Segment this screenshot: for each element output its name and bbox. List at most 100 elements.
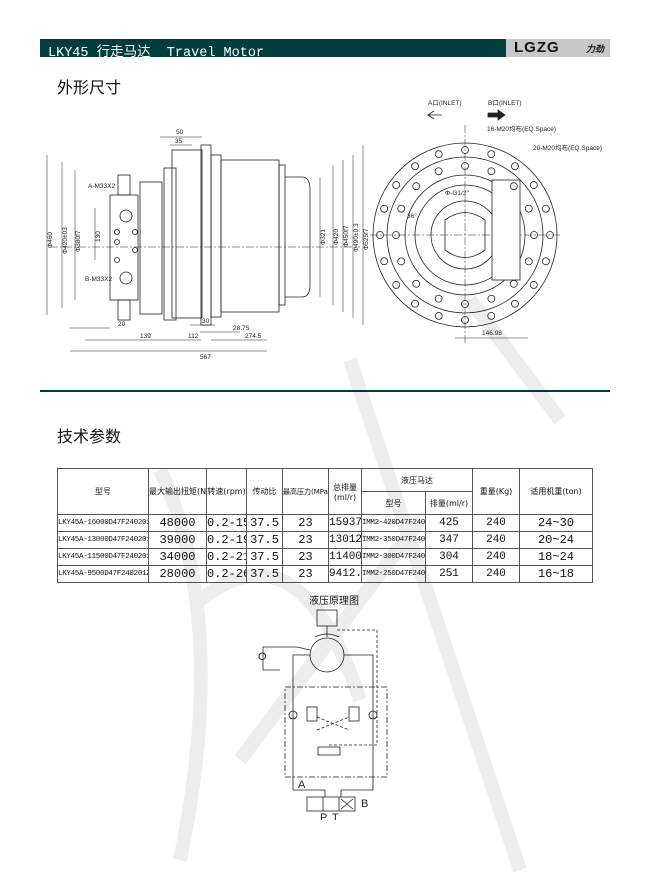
cell-displacement: 9412.5 bbox=[328, 565, 362, 583]
col-machine: 适用机重(ton) bbox=[519, 468, 593, 515]
col-model: 型号 bbox=[57, 468, 149, 515]
valve-block bbox=[284, 686, 388, 778]
bolt-hole bbox=[380, 204, 389, 213]
col-motor-model: 型号 bbox=[361, 491, 426, 515]
bolt-hole bbox=[412, 279, 421, 288]
cell-machine: 24~30 bbox=[519, 514, 593, 532]
dim-d490: Φ490±0.3 bbox=[353, 223, 360, 252]
front-view-drawing: A口(INLET) B口(INLET) 16-M20均布(EQ.Space) 2… bbox=[370, 99, 602, 345]
cell-model: LKY45A-9500D47F240201Z bbox=[57, 565, 149, 583]
cell-speed: 0.2-26 bbox=[206, 565, 247, 583]
cell-machine: 20~24 bbox=[519, 531, 593, 549]
logo-text: LGZG bbox=[514, 39, 560, 56]
cell-ratio: 37.5 bbox=[246, 548, 283, 566]
dim-30: 30 bbox=[202, 318, 210, 325]
dim-d450: Φ450f7 bbox=[343, 225, 350, 247]
logo-cn: 力劲 bbox=[585, 45, 604, 55]
section-dimensions-title: 外形尺寸 bbox=[57, 78, 122, 97]
bolt-hole bbox=[392, 231, 400, 239]
dim-35: 35 bbox=[175, 138, 183, 145]
cell-ratio: 37.5 bbox=[246, 565, 283, 583]
cell-ratio: 37.5 bbox=[246, 531, 283, 549]
section-divider bbox=[40, 390, 610, 392]
bolt-hole bbox=[461, 316, 469, 324]
col-weight: 重量(Kg) bbox=[472, 468, 520, 515]
bolt-hole bbox=[461, 146, 469, 154]
bolt-hole bbox=[397, 204, 406, 213]
label-b-port: B-M33X2 bbox=[85, 276, 112, 283]
arrow-a-inlet bbox=[426, 110, 442, 120]
label-b-inlet: B口(INLET) bbox=[488, 99, 522, 107]
side-view-drawing: 50 35 A-M33X2 B-M33X2 Φ460 Φ420±03 Φ380f… bbox=[46, 129, 370, 361]
cell-weight: 240 bbox=[472, 514, 520, 532]
bolt-hole bbox=[434, 311, 443, 320]
bolt-hole bbox=[511, 162, 519, 171]
port-b-label: B bbox=[361, 798, 368, 810]
col-hyd-motor: 液压马达 bbox=[361, 468, 473, 492]
motor-symbol bbox=[309, 637, 345, 673]
bolt-hole bbox=[524, 257, 533, 266]
dim-d420: Φ420±03 bbox=[62, 227, 69, 254]
spec-table: 型号 最大输出扭矩(N·m) 转速(rpm) 传动比 最高压力(MPa) 总排量… bbox=[57, 468, 593, 583]
bolt-hole bbox=[529, 281, 538, 289]
bolt-hole bbox=[411, 299, 419, 308]
port-t-label: T bbox=[332, 812, 339, 820]
dim-274-5: 274.5 bbox=[245, 333, 262, 340]
cell-speed: 0.2-15 bbox=[206, 514, 247, 532]
section-parameters-title: 技术参数 bbox=[57, 427, 122, 446]
bolt-hole bbox=[487, 311, 496, 320]
arrow-b-inlet bbox=[487, 109, 506, 121]
cell-torque: 28000 bbox=[148, 565, 207, 583]
brand-logo: LGZG 力劲 bbox=[506, 39, 610, 57]
cell-motor-model: IMM2-350D47F240201 bbox=[361, 531, 426, 549]
brake-symbol bbox=[316, 609, 338, 627]
cell-torque: 39000 bbox=[148, 531, 207, 549]
bolt-hole bbox=[509, 279, 518, 288]
dim-20: 20 bbox=[118, 321, 126, 328]
label-20-holes: 20-M20均布(EQ.Space) bbox=[533, 143, 602, 152]
bolt-hole bbox=[434, 294, 443, 303]
header-bar: LKY45 行走马达 Travel Motor LGZG 力劲 bbox=[40, 39, 610, 61]
schematic-title: 液压原理图 bbox=[309, 596, 359, 607]
bolt-hole bbox=[434, 150, 443, 159]
port-o-label: O bbox=[258, 651, 267, 663]
cell-ratio: 37.5 bbox=[246, 514, 283, 532]
cell-speed: 0.2-19 bbox=[206, 531, 247, 549]
bolt-hole bbox=[380, 257, 389, 266]
dim-d380: Φ380f7 bbox=[75, 230, 82, 252]
label-16-holes: 16-M20均布(EQ.Space) bbox=[487, 124, 556, 133]
motor-outline bbox=[50, 144, 360, 326]
flange-circles bbox=[370, 125, 560, 345]
cell-weight: 240 bbox=[472, 565, 520, 583]
cell-motor-model: IMM2-420D47F240201 bbox=[361, 514, 426, 532]
bolt-hole bbox=[376, 231, 384, 239]
bolt-hole bbox=[524, 204, 533, 213]
bolt-hole bbox=[461, 300, 469, 308]
bolt-hole bbox=[487, 294, 496, 303]
label-a-inlet: A口(INLET) bbox=[428, 99, 462, 107]
dim-130: 130 bbox=[95, 231, 102, 242]
bolt-hole bbox=[546, 231, 554, 239]
cell-displacement: 11400 bbox=[328, 548, 362, 566]
cell-displacement: 13012.5 bbox=[328, 531, 362, 549]
bolt-hole bbox=[392, 281, 401, 289]
bolt-hole bbox=[397, 257, 406, 266]
cell-pressure: 23 bbox=[282, 548, 329, 566]
bolt-hole bbox=[434, 167, 443, 176]
bolt-hole bbox=[392, 181, 401, 189]
col-displacement: 总排量(ml/r) bbox=[328, 468, 362, 515]
col-torque: 最大输出扭矩(N·m) bbox=[148, 468, 207, 515]
bolt-hole bbox=[541, 204, 550, 213]
cell-model: LKY45A-16000D47F240201Z bbox=[57, 514, 149, 532]
cell-model: LKY45A-13000D47F240201Z bbox=[57, 531, 149, 549]
bolt-hole bbox=[509, 182, 518, 191]
label-port-g: Φ-G1/2" bbox=[445, 190, 469, 197]
cell-torque: 34000 bbox=[148, 548, 207, 566]
col-motor-disp: 排量(ml/r) bbox=[425, 491, 473, 515]
cell-speed: 0.2-21 bbox=[206, 548, 247, 566]
cell-model: LKY45A-11500D47F240201Z bbox=[57, 548, 149, 566]
page-title: LKY45 行走马达 Travel Motor bbox=[48, 46, 265, 61]
